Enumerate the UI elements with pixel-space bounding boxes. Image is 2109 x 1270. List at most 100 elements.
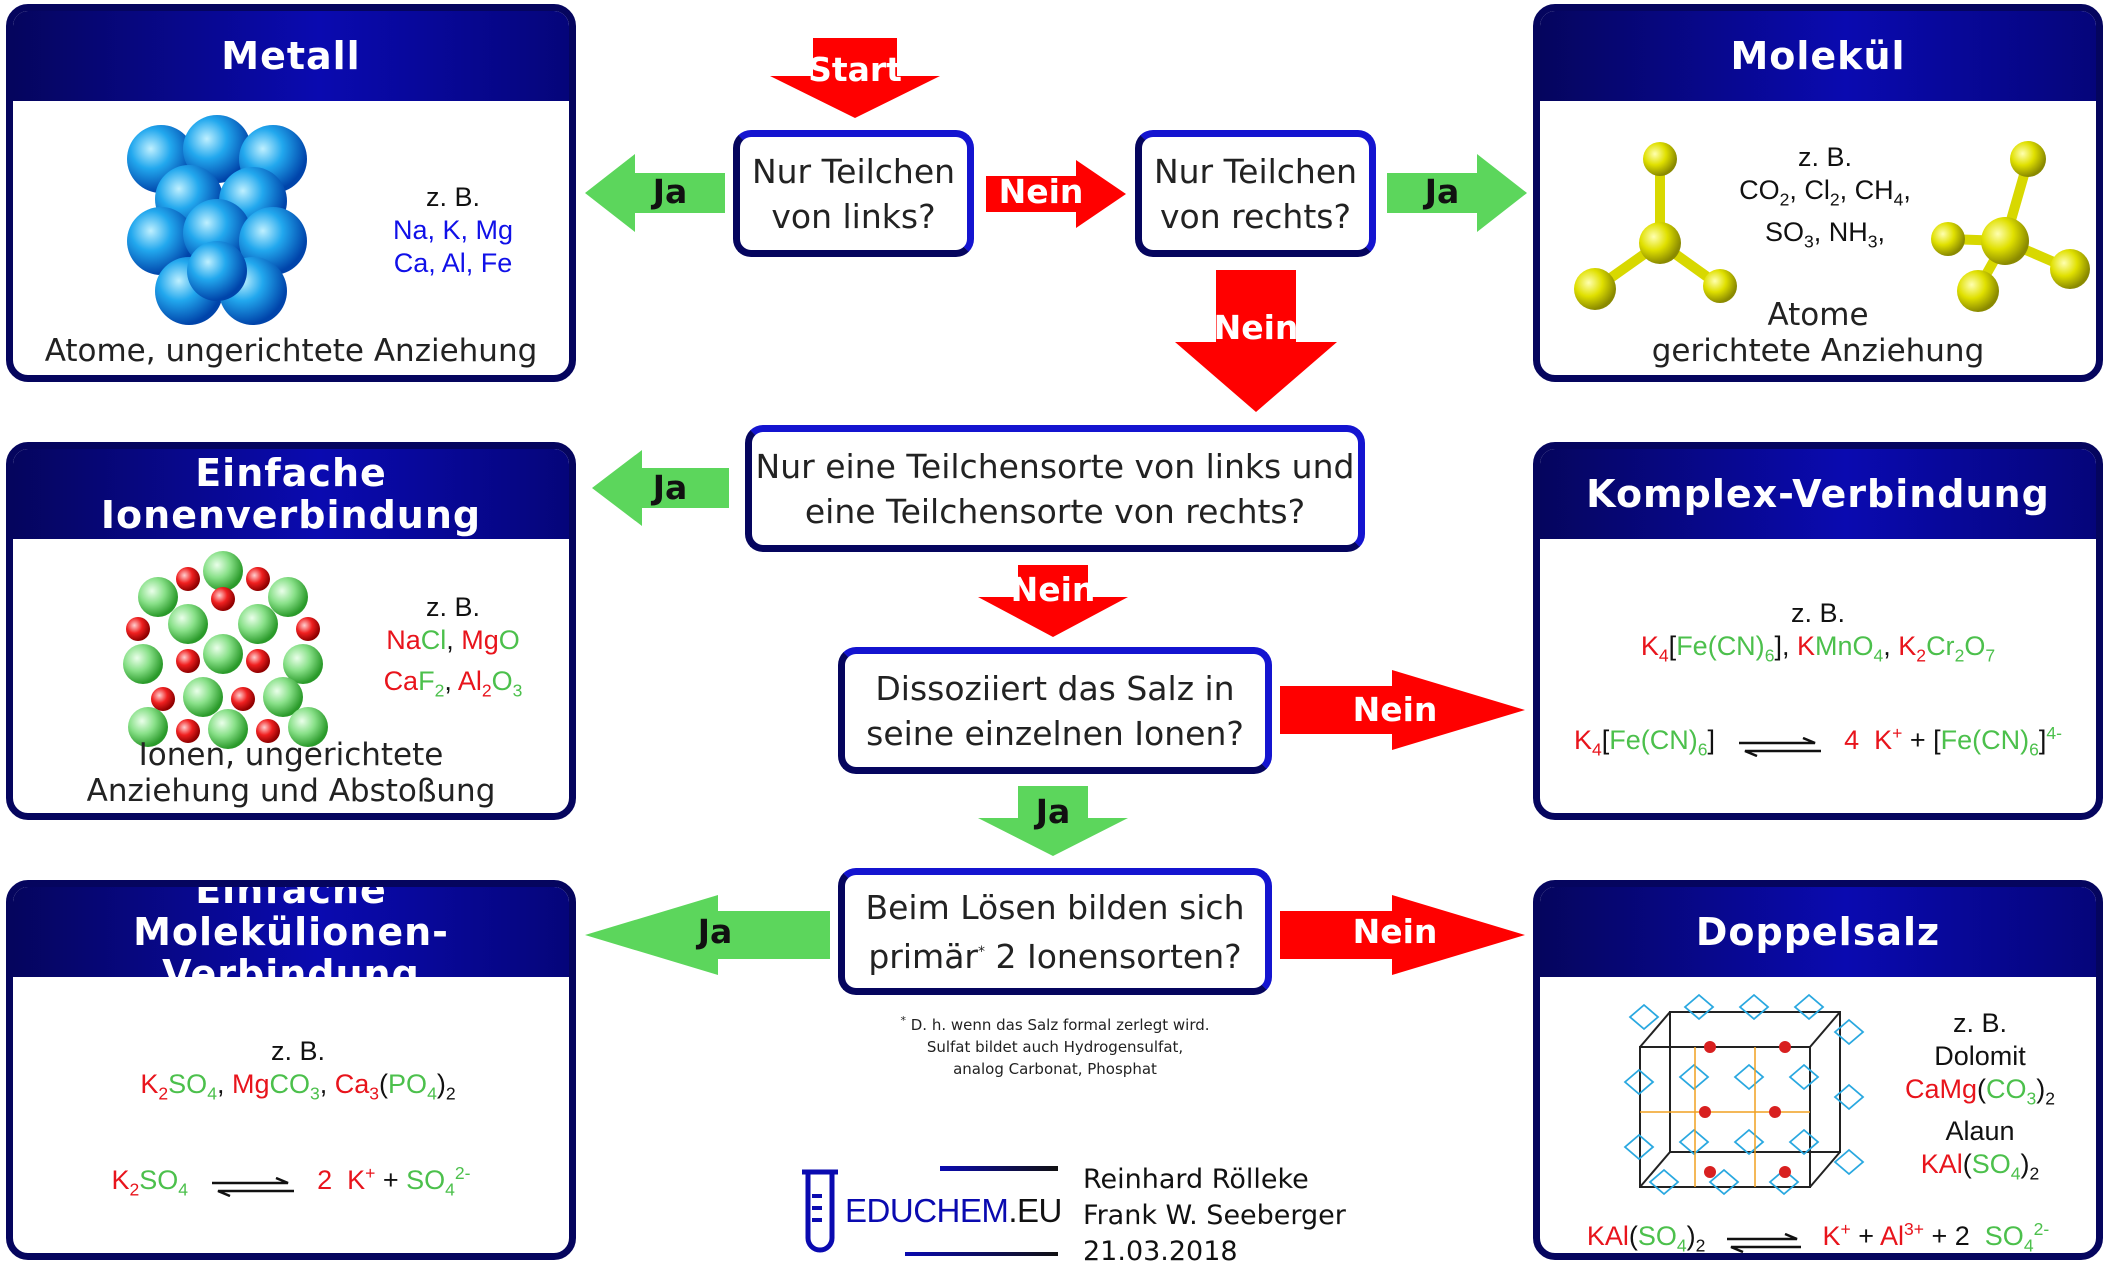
metall-example-line1: Na, K, Mg	[392, 215, 514, 245]
metall-box: Metall z. B. Na, K, Mg Ca, Al, Fe Atome,…	[6, 4, 576, 382]
metall-title: Metall	[221, 34, 361, 78]
no-text: Nein	[1352, 690, 1438, 729]
molekuelionen-title-line2: Molekülionen-Verbindung	[133, 910, 449, 996]
no-arrow-to-doppelsalz	[1280, 895, 1525, 975]
question-one-sort-each: Nur eine Teilchensorte von links und ein…	[745, 425, 1365, 552]
credit-author1: Reinhard Rölleke	[1083, 1164, 1309, 1195]
equilibrium-arrows	[1723, 1228, 1805, 1253]
ionen-caption-line1: Ionen, ungerichtete	[138, 737, 444, 773]
logo-rule-top	[940, 1166, 1058, 1171]
komplex-example-line: K4[Fe(CN)6], KMnO4, K2Cr2O7	[1640, 631, 1996, 666]
q5-line1: Beim Lösen bilden sich	[865, 887, 1245, 927]
doppelsalz-eg-label: z. B.	[1952, 1008, 2007, 1038]
credits: Reinhard Rölleke Frank W. Seeberger 21.0…	[1083, 1162, 1346, 1270]
metall-eg-label: z. B.	[425, 182, 480, 212]
doppelsalz-title: Doppelsalz	[1695, 910, 1941, 954]
molekuel-eg-label: z. B.	[1797, 142, 1852, 172]
ionen-eg-label: z. B.	[425, 592, 480, 622]
start-arrow	[770, 38, 940, 118]
yes-arrow-to-metall	[585, 154, 725, 232]
yes-text: Ja	[1424, 172, 1460, 211]
ionen-caption-line2: Anziehung und Abstoßung	[86, 773, 496, 809]
no-arrow-to-komplex	[1280, 670, 1525, 750]
footnote-text1: D. h. wenn das Salz formal zerlegt wird.	[905, 1016, 1210, 1034]
question-two-ion-sorts: Beim Lösen bilden sich primär* 2 Ionenso…	[838, 868, 1272, 995]
molekuelionen-title-line1: Einfache	[195, 880, 387, 912]
metall-example-line2: Ca, Al, Fe	[393, 248, 513, 278]
q4-line2: seine einzelnen Ionen?	[866, 713, 1244, 753]
no-text: Nein	[1213, 308, 1299, 347]
q5-footnote-mark: *	[977, 943, 985, 960]
molekuel-title: Molekül	[1730, 34, 1906, 78]
ionen-example-line1: NaCl, MgO	[386, 625, 520, 655]
start-text: Start	[808, 50, 902, 89]
q4-line1: Dissoziiert das Salz in	[875, 668, 1235, 708]
metall-caption: Atome, ungerichtete Anziehung	[44, 333, 538, 369]
educhem-logo: EDUCHEM.EU	[845, 1192, 1062, 1230]
molekuel-examples: z. B. CO2, Cl2, CH4, SO3, NH3,	[1720, 141, 1930, 259]
metall-examples: z. B. Na, K, Mg Ca, Al, Fe	[353, 181, 553, 280]
ionen-caption: Ionen, ungerichtete Anziehung und Abstoß…	[13, 737, 569, 809]
q2-line1: Nur Teilchen	[1153, 151, 1358, 191]
q3-line2: eine Teilchensorte von rechts?	[804, 491, 1306, 531]
yes-text: Ja	[1035, 792, 1071, 831]
ionen-title-line2: Ionenverbindung	[100, 493, 482, 537]
ionen-box: Einfache Ionenverbindung z. B. NaCl, MgO…	[6, 442, 576, 820]
logo-edu: EDU	[845, 1192, 914, 1229]
yes-text: Ja	[697, 912, 733, 951]
metall-header: Metall	[13, 11, 569, 101]
molekuelionen-examples: z. B. K2SO4, MgCO3, Ca3(PO4)2	[53, 1035, 543, 1110]
doppelsalz-box: Doppelsalz z. B. Dolomit CaMg(CO3)2 Alau…	[1533, 880, 2103, 1260]
molekuel-header: Molekül	[1540, 11, 2096, 101]
molekuel-caption: Atome gerichtete Anziehung	[1540, 297, 2096, 369]
ionen-title-line1: Einfache	[195, 451, 387, 495]
question-only-right-particles: Nur Teilchen von rechts?	[1135, 130, 1376, 257]
logo-eu: .EU	[1008, 1192, 1062, 1229]
komplex-header: Komplex-Verbindung	[1540, 449, 2096, 539]
yes-text: Ja	[652, 468, 688, 507]
q1-line1: Nur Teilchen	[751, 151, 956, 191]
no-text: Nein	[998, 172, 1084, 211]
test-tube-icon	[802, 1169, 838, 1253]
molekuel-caption-line2: gerichtete Anziehung	[1651, 333, 1985, 369]
komplex-examples: z. B. K4[Fe(CN)6], KMnO4, K2Cr2O7	[1540, 597, 2096, 672]
credit-author2: Frank W. Seeberger	[1083, 1200, 1346, 1231]
ionen-header: Einfache Ionenverbindung	[13, 449, 569, 539]
q5-rest: 2 Ionensorten?	[984, 936, 1242, 976]
logo-rule-bottom	[905, 1252, 1058, 1256]
molekuelionen-equation: K2SO4 2 K+ + SO42-	[111, 1163, 471, 1200]
yes-arrow-to-ionen	[592, 450, 729, 526]
q5-line2: primär* 2 Ionensorten?	[868, 930, 1241, 979]
molekuel-example-line2: SO3, NH3,	[1764, 217, 1886, 252]
logo-chem: CHEM	[913, 1192, 1009, 1229]
no-arrow-q2-down	[1175, 270, 1337, 412]
ionen-example-line2: CaF2, Al2O3	[383, 666, 523, 701]
komplex-equation: K4[Fe(CN)6] 4 K+ + [Fe(CN)6]4-	[1573, 723, 2063, 760]
molekuel-caption-line1: Atome	[1767, 297, 1869, 333]
double-salt-crystal-image	[1623, 993, 1865, 1196]
footnote: * D. h. wenn das Salz formal zerlegt wir…	[820, 1010, 1290, 1080]
question-dissociates: Dissoziiert das Salz in seine einzelnen …	[838, 647, 1272, 774]
ionen-examples: z. B. NaCl, MgO CaF2, Al2O3	[353, 591, 553, 707]
no-arrow-q3-down	[978, 565, 1128, 637]
equilibrium-arrows	[208, 1172, 298, 1198]
trigonal-molecule-image	[1574, 142, 1737, 310]
yes-arrow-to-molekuelionen	[585, 895, 830, 975]
molekuelionen-example-line: K2SO4, MgCO3, Ca3(PO4)2	[140, 1069, 456, 1104]
alaun-formula: KAl(SO4)2	[1920, 1149, 2040, 1184]
molekuel-box: Molekül z. B. CO2, Cl2, CH4, SO3, NH3, A…	[1533, 4, 2103, 382]
doppelsalz-examples: z. B. Dolomit CaMg(CO3)2 Alaun KAl(SO4)2	[1880, 1007, 2080, 1191]
dolomit-formula: CaMg(CO3)2	[1904, 1074, 2056, 1109]
molekuelionen-eg-label: z. B.	[270, 1036, 325, 1066]
footnote-line3: analog Carbonat, Phosphat	[953, 1060, 1157, 1078]
komplex-title: Komplex-Verbindung	[1586, 472, 2050, 516]
doppelsalz-equation: KAl(SO4)2 K+ + Al3+ + 2 SO42-	[1586, 1219, 2050, 1256]
credit-date: 21.03.2018	[1083, 1236, 1238, 1267]
q2-line2: von rechts?	[1160, 196, 1351, 236]
ionic-lattice-image	[123, 551, 328, 749]
footnote-mark: *	[900, 1014, 906, 1027]
no-text: Nein	[1352, 912, 1438, 951]
footnote-line2: Sulfat bildet auch Hydrogensulfat,	[926, 1038, 1184, 1056]
q5-primaer: primär	[868, 936, 978, 976]
doppelsalz-header: Doppelsalz	[1540, 887, 2096, 977]
